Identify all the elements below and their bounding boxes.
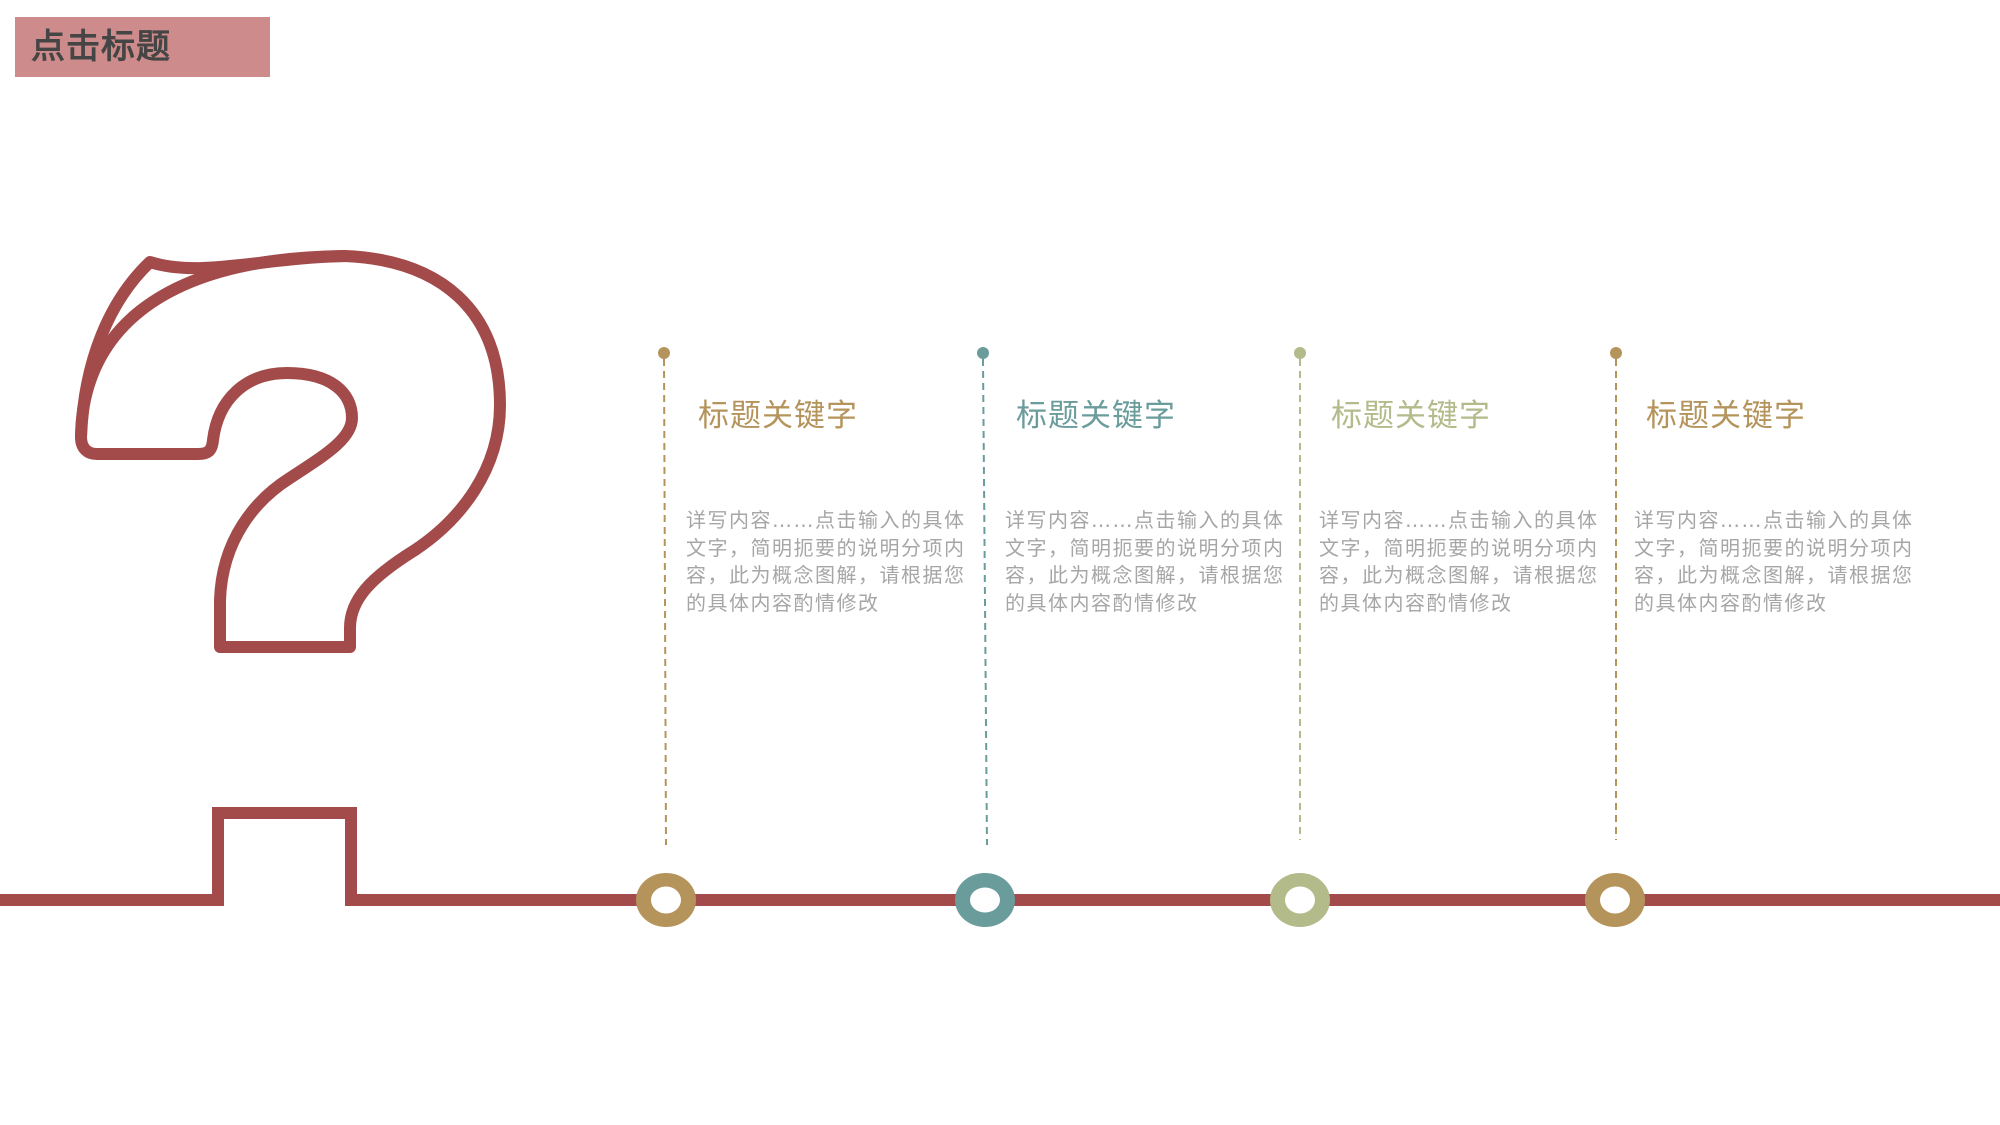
timeline-node-3 bbox=[1270, 873, 1330, 927]
slide-title-box[interactable]: 点击标题 bbox=[15, 17, 270, 77]
item-2-heading[interactable]: 标题关键字 bbox=[1016, 398, 1176, 434]
timeline-node-1 bbox=[636, 873, 696, 927]
column-connector-4 bbox=[1610, 347, 1622, 840]
item-2-body[interactable]: 详写内容……点击输入的具体文字，简明扼要的说明分项内容，此为概念图解，请根据您的… bbox=[1005, 508, 1285, 615]
timeline-node-2 bbox=[955, 873, 1015, 927]
column-connector-3 bbox=[1294, 347, 1306, 840]
item-1-heading[interactable]: 标题关键字 bbox=[698, 398, 858, 434]
item-4-heading[interactable]: 标题关键字 bbox=[1646, 398, 1806, 434]
slide-title[interactable]: 点击标题 bbox=[31, 27, 171, 67]
item-3-heading[interactable]: 标题关键字 bbox=[1331, 398, 1491, 434]
question-mark-top bbox=[75, 250, 346, 438]
item-1-body[interactable]: 详写内容……点击输入的具体文字，简明扼要的说明分项内容，此为概念图解，请根据您的… bbox=[686, 508, 966, 615]
column-connector-1 bbox=[658, 347, 670, 846]
timeline-baseline bbox=[0, 807, 2000, 906]
timeline-node-4 bbox=[1585, 873, 1645, 927]
item-3-body[interactable]: 详写内容……点击输入的具体文字，简明扼要的说明分项内容，此为概念图解，请根据您的… bbox=[1319, 508, 1599, 615]
item-4-body[interactable]: 详写内容……点击输入的具体文字，简明扼要的说明分项内容，此为概念图解，请根据您的… bbox=[1634, 508, 1914, 615]
column-connector-2 bbox=[977, 347, 989, 846]
